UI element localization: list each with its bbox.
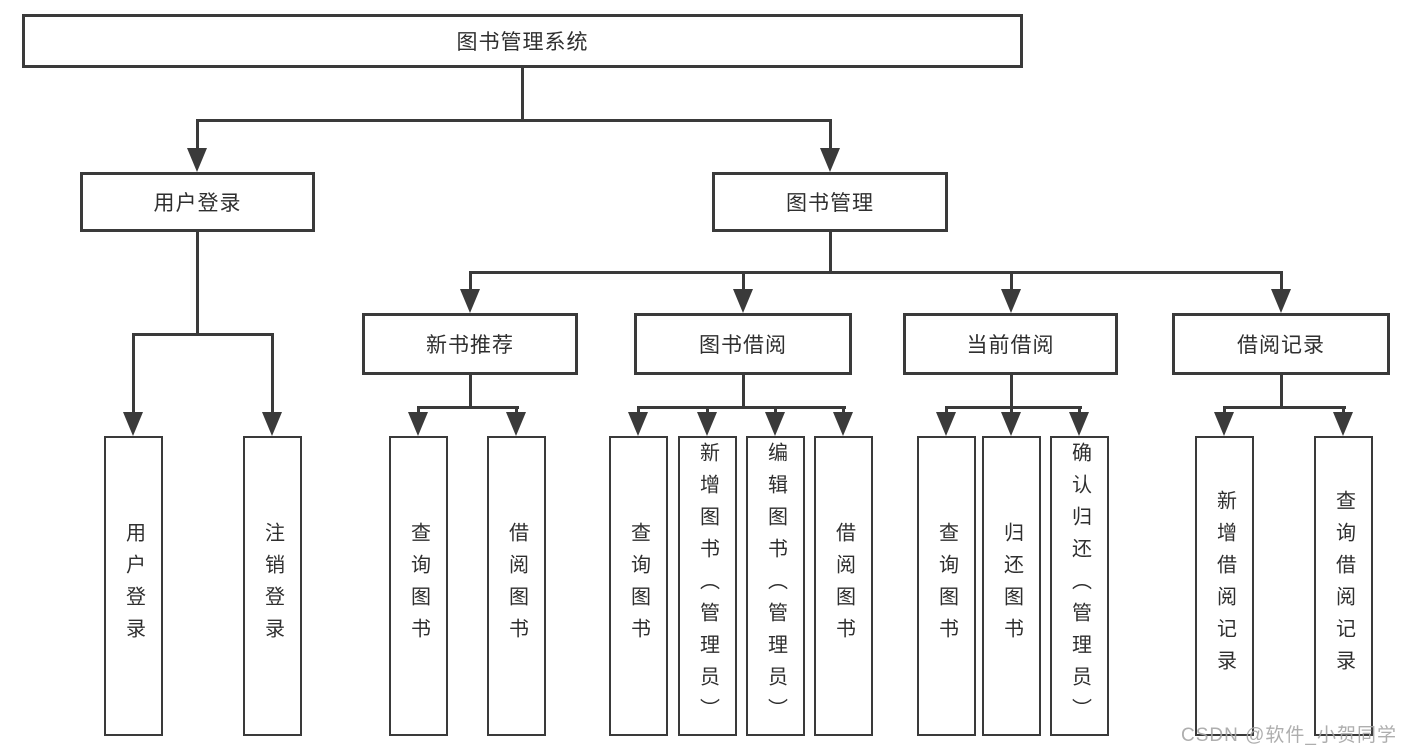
connector-arrowhead: [697, 412, 717, 436]
connector-hline: [945, 406, 1082, 409]
leaf-query-books-borrow: 查询图书: [609, 436, 668, 736]
connector-arrowhead: [765, 412, 785, 436]
node-borrow-records: 借阅记录: [1172, 313, 1390, 375]
connector-vline: [196, 230, 199, 336]
leaf-borrow-books: 借阅图书: [814, 436, 873, 736]
connector-arrowhead: [733, 289, 753, 313]
leaf-logout: 注销登录: [243, 436, 302, 736]
connector-arrowhead: [506, 412, 526, 436]
leaf-user-login: 用户登录: [104, 436, 163, 736]
connector-vline: [417, 406, 420, 416]
node-book-borrow: 图书借阅: [634, 313, 852, 375]
node-label: 图书借阅: [699, 334, 787, 357]
connector-vline: [742, 271, 745, 291]
connector-vline: [742, 373, 745, 409]
connector-vline: [469, 373, 472, 409]
connector-vline: [515, 406, 518, 416]
leaf-label: 查询借阅记录: [1332, 490, 1355, 682]
leaf-query-books-current: 查询图书: [917, 436, 976, 736]
connector-vline: [842, 406, 845, 416]
leaf-query-borrow-record: 查询借阅记录: [1314, 436, 1373, 736]
node-label: 图书管理: [786, 192, 874, 215]
connector-arrowhead: [628, 412, 648, 436]
connector-arrowhead: [820, 148, 840, 172]
connector-vline: [945, 406, 948, 416]
connector-vline: [1010, 373, 1013, 409]
connector-vline: [196, 119, 199, 149]
node-label: 当前借阅: [966, 334, 1055, 357]
leaf-label: 确认归还（管理员）: [1068, 442, 1091, 730]
connector-vline: [829, 230, 832, 274]
connector-hline: [637, 406, 846, 409]
connector-arrowhead: [123, 412, 143, 436]
connector-vline: [469, 271, 472, 291]
connector-arrowhead: [262, 412, 282, 436]
connector-vline: [1223, 406, 1226, 416]
leaf-label: 借阅图书: [832, 522, 855, 650]
connector-arrowhead: [1271, 289, 1291, 313]
connector-vline: [1078, 406, 1081, 416]
connector-vline: [1010, 406, 1013, 416]
csdn-watermark: CSDN @软件_小贺同学: [1181, 725, 1397, 746]
leaf-label: 新增图书（管理员）: [696, 442, 719, 730]
connector-vline: [1280, 373, 1283, 409]
connector-arrowhead: [936, 412, 956, 436]
connector-vline: [774, 406, 777, 416]
connector-arrowhead: [1214, 412, 1234, 436]
connector-vline: [1010, 271, 1013, 291]
connector-arrowhead: [187, 148, 207, 172]
leaf-label: 注销登录: [261, 522, 284, 650]
node-label: 新书推荐: [426, 334, 514, 357]
leaf-label: 查询图书: [627, 522, 650, 650]
node-new-book-recommend: 新书推荐: [362, 313, 578, 375]
connector-arrowhead: [1333, 412, 1353, 436]
connector-vline: [829, 119, 832, 149]
node-user-login: 用户登录: [80, 172, 315, 232]
connector-vline: [1342, 406, 1345, 416]
node-label: 图书管理系统: [456, 31, 589, 54]
connector-hline: [196, 119, 832, 122]
leaf-add-borrow-record: 新增借阅记录: [1195, 436, 1254, 736]
leaf-label: 编辑图书（管理员）: [764, 442, 787, 730]
connector-vline: [637, 406, 640, 416]
connector-arrowhead: [1001, 412, 1021, 436]
node-current-borrow: 当前借阅: [903, 313, 1118, 375]
node-label: 用户登录: [153, 192, 242, 215]
leaf-add-books-admin: 新增图书（管理员）: [678, 436, 737, 736]
connector-arrowhead: [1069, 412, 1089, 436]
leaf-confirm-return-admin: 确认归还（管理员）: [1050, 436, 1109, 736]
leaf-label: 查询图书: [935, 522, 958, 650]
leaf-return-books: 归还图书: [982, 436, 1041, 736]
connector-arrowhead: [833, 412, 853, 436]
connector-vline: [271, 333, 274, 413]
leaf-label: 新增借阅记录: [1213, 490, 1236, 682]
connector-hline: [469, 271, 1283, 274]
connector-hline: [1223, 406, 1346, 409]
connector-arrowhead: [408, 412, 428, 436]
connector-vline: [706, 406, 709, 416]
leaf-label: 查询图书: [407, 522, 430, 650]
connector-arrowhead: [1001, 289, 1021, 313]
node-book-management: 图书管理: [712, 172, 948, 232]
leaf-label: 用户登录: [122, 522, 145, 650]
node-library-system-root: 图书管理系统: [22, 14, 1023, 68]
leaf-label: 归还图书: [1000, 522, 1023, 650]
leaf-borrow-books-recommend: 借阅图书: [487, 436, 546, 736]
leaf-edit-books-admin: 编辑图书（管理员）: [746, 436, 805, 736]
connector-hline: [417, 406, 519, 409]
leaf-label: 借阅图书: [505, 522, 528, 650]
node-label: 借阅记录: [1237, 334, 1325, 357]
connector-hline: [132, 333, 274, 336]
connector-vline: [521, 66, 524, 121]
connector-vline: [1280, 271, 1283, 291]
connector-vline: [132, 333, 135, 413]
leaf-query-books-recommend: 查询图书: [389, 436, 448, 736]
connector-arrowhead: [460, 289, 480, 313]
